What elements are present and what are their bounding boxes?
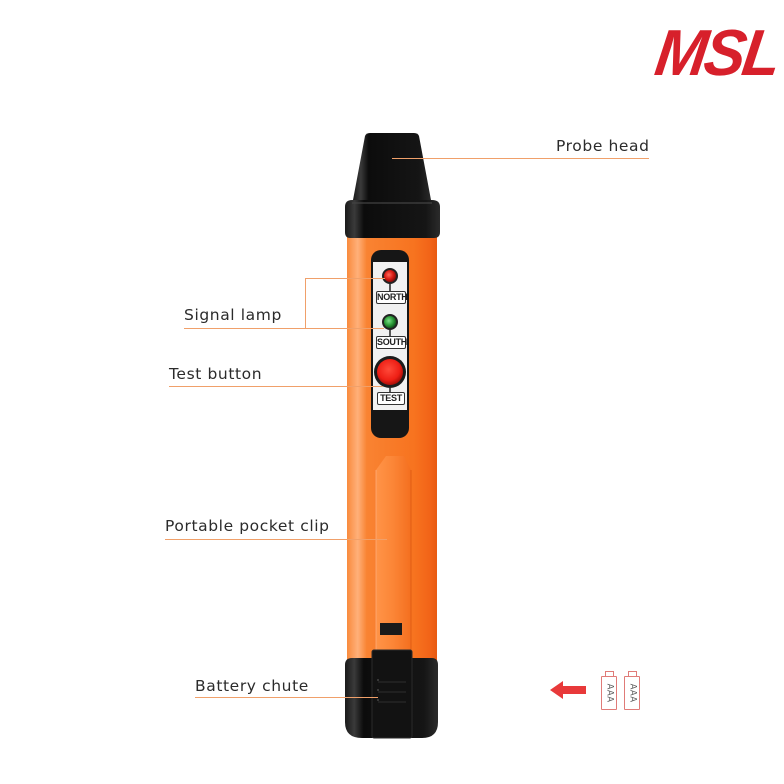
signal-lamp-label: Signal lamp: [184, 306, 282, 324]
south-lamp: [384, 316, 396, 328]
battery-type-label: AAA: [627, 683, 638, 703]
battery-type-label: AAA: [604, 683, 615, 703]
probe-head-label: Probe head: [556, 137, 650, 155]
pocket-clip-label: Portable pocket clip: [165, 517, 330, 535]
pocket-clip-leader-line: [165, 539, 387, 540]
left-arrow-icon: [550, 681, 586, 699]
south-label: SOUTH: [376, 336, 408, 349]
test-button-leader-line: [169, 386, 383, 387]
aaa-battery-icon: AAA: [624, 671, 640, 710]
probe-head-leader-line: [392, 158, 649, 159]
test-button-label: Test button: [169, 365, 263, 383]
pen-body: [347, 220, 437, 665]
signal-lamp-leader-line-vertical: [305, 278, 306, 328]
north-lamp: [384, 270, 396, 282]
test-button-shape: [377, 359, 403, 385]
probe-head: [353, 133, 431, 200]
north-label: NORTH: [376, 291, 408, 304]
battery-chute-leader-line: [195, 697, 378, 698]
signal-lamp-leader-line-bottom: [184, 328, 384, 329]
test-label: TEST: [377, 392, 405, 405]
aaa-battery-icon: AAA: [601, 671, 617, 710]
pocket-clip-shape: [376, 456, 411, 665]
battery-chute-label: Battery chute: [195, 677, 309, 695]
signal-lamp-leader-line-top: [305, 278, 385, 279]
